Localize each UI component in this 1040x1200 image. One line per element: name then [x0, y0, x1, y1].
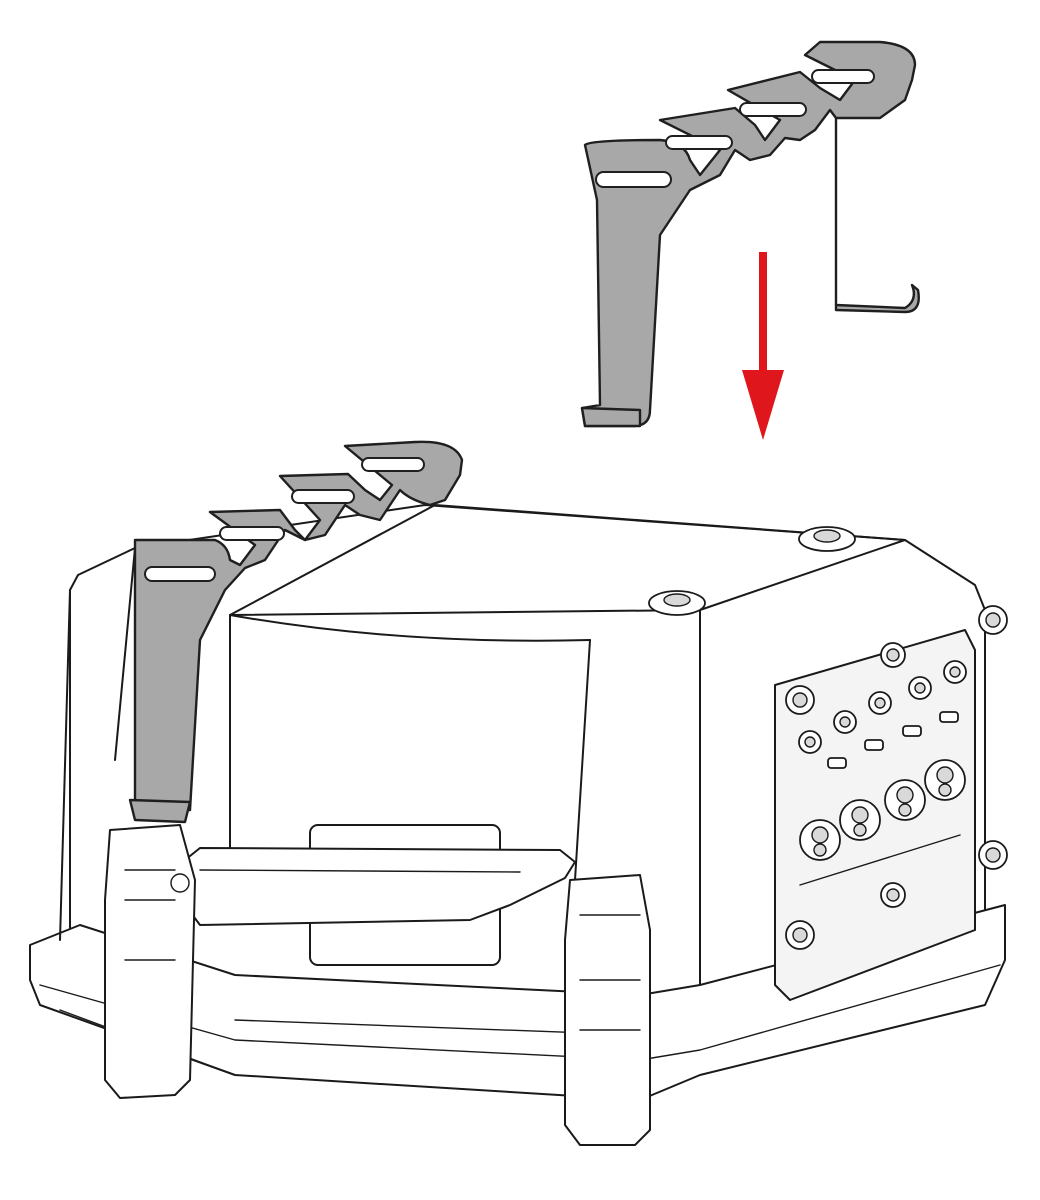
loose-clip: [580, 40, 920, 428]
connector-panel: [774, 605, 1008, 1001]
top-bolt: [798, 526, 856, 552]
top-bolt: [648, 590, 706, 616]
case-top-face: [229, 504, 906, 616]
right-latch: [564, 874, 651, 1146]
installed-clip: [128, 440, 464, 824]
case-bottom: [29, 904, 1006, 1101]
case: [29, 440, 1008, 1146]
left-latch: [104, 824, 196, 1099]
down-arrow-icon: [742, 252, 784, 440]
